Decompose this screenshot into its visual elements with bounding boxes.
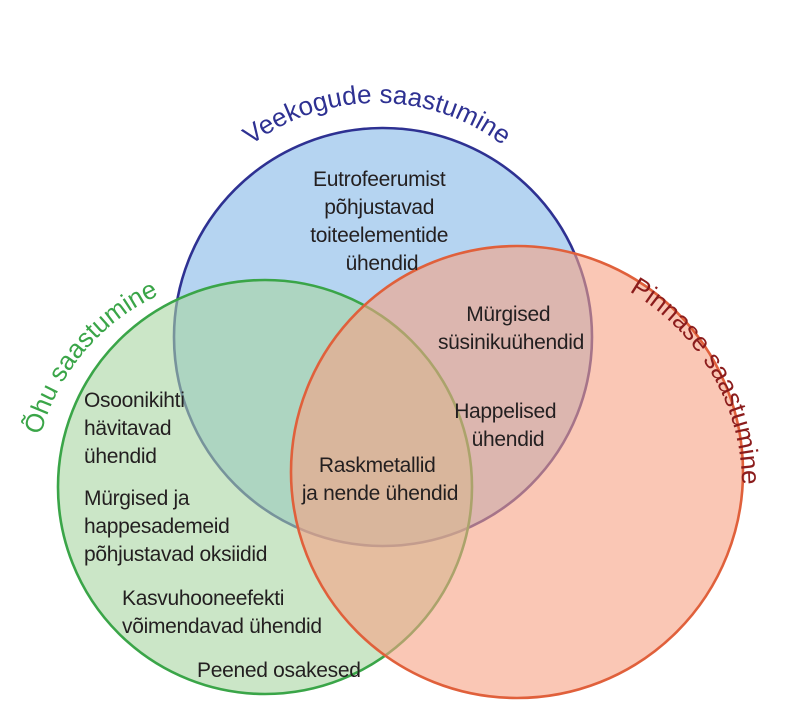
air-only-oxides-label: Mürgised ja happesademeid põhjustavad ok…	[84, 487, 267, 566]
water-soil-toxic-carbon-label: Mürgised süsinikuühendid	[438, 303, 584, 354]
air-only-ozone-label: Osoonikihti hävitavad ühendid	[84, 389, 190, 468]
all-three-heavy-metals-label: Raskmetallid ja nende ühendid	[301, 454, 458, 505]
water-soil-acidic-label: Happelised ühendid	[454, 400, 562, 451]
air-only-greenhouse-label: Kasvuhooneefekti võimendavad ühendid	[122, 587, 322, 638]
water-only-label: Eutrofeerumist põhjustavad toiteelementi…	[310, 168, 453, 275]
soil-pollution-circle	[289, 244, 745, 700]
air-only-particles-label: Peened osakesed	[197, 659, 361, 682]
